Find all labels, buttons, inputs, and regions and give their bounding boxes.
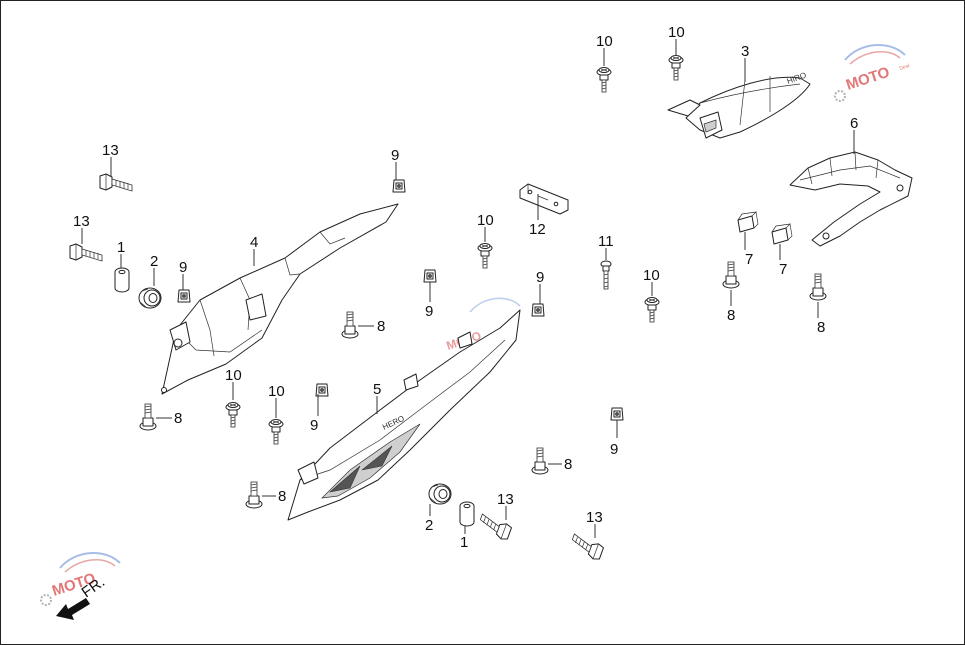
callout-10: 10 [477,212,494,229]
callout-7: 7 [745,251,753,268]
clip-9-c [423,269,437,283]
clip-9-d [531,303,545,317]
spacer-1-b [459,501,475,527]
callout-4: 4 [250,234,258,251]
callout-10: 10 [643,267,660,284]
callout-10: 10 [596,33,613,50]
callout-8: 8 [174,410,182,427]
callout-10: 10 [225,367,242,384]
callout-10: 10 [668,24,685,41]
callout-13: 13 [73,213,90,230]
bolt-13-b [69,243,103,262]
part-7-pad-b [771,223,793,245]
callout-8: 8 [727,307,735,324]
bolt-13-a [99,173,133,192]
leader-lines [81,39,855,538]
screw-10-f [268,419,284,445]
callout-9: 9 [310,417,318,434]
front-arrow-icon [56,598,90,620]
callout-8: 8 [817,319,825,336]
callout-3: 3 [741,43,749,60]
watermark-logo-top-right: MOTO Deal [834,43,911,102]
callout-10: 10 [268,383,285,400]
part-3-tail-cover: HIRO [667,71,811,139]
grommet-2-b [428,483,452,505]
callout-1: 1 [460,534,468,551]
callout-numbers: 10 10 3 6 13 9 13 1 2 9 4 10 12 11 10 9 … [73,24,858,551]
callout-6: 6 [850,115,858,132]
part-7-pad-a [737,211,759,233]
callout-9: 9 [391,147,399,164]
callout-9: 9 [610,441,618,458]
callout-5: 5 [373,381,381,398]
callout-8: 8 [377,318,385,335]
bolt-13-d [568,533,605,562]
callout-13: 13 [102,142,119,159]
screw-11 [600,260,612,290]
callout-7: 7 [779,261,787,278]
callout-8: 8 [278,488,286,505]
part-4-left-side-panel [161,203,399,395]
bolt-8-e [531,447,549,475]
screw-10-e [225,402,241,428]
callout-9: 9 [536,269,544,286]
bolt-8-a [341,311,359,339]
callout-11: 11 [598,233,614,250]
part-6-rear-bracket [789,151,913,247]
callout-12: 12 [529,221,546,238]
bolt-8-b [722,261,740,289]
callout-9: 9 [179,259,187,276]
clip-9-b [177,289,191,303]
part-12-plate-bracket [519,183,569,215]
screw-10-b [668,55,684,81]
callout-2: 2 [425,517,433,534]
callout-1: 1 [117,239,125,256]
callout-2: 2 [150,253,158,270]
screw-10-a [596,67,612,93]
bolt-13-c [476,513,513,542]
callout-13: 13 [497,491,514,508]
svg-text:MOTO: MOTO [844,64,892,94]
bolt-8-f [245,481,263,509]
grommet-2-a [138,287,162,309]
svg-text:Deal: Deal [899,63,911,72]
screw-10-c [477,243,493,269]
spacer-1-a [114,267,130,293]
bolt-8-d [139,403,157,431]
screw-10-d [644,297,660,323]
callout-13: 13 [586,509,603,526]
watermark-logo-bottom-left: MOTO [40,551,121,606]
part-5-right-side-panel: HERO [287,309,521,521]
bolt-8-c [809,273,827,301]
clip-9-f [610,407,624,421]
callout-8: 8 [564,456,572,473]
clip-9-a [392,179,406,193]
callout-9: 9 [425,303,433,320]
